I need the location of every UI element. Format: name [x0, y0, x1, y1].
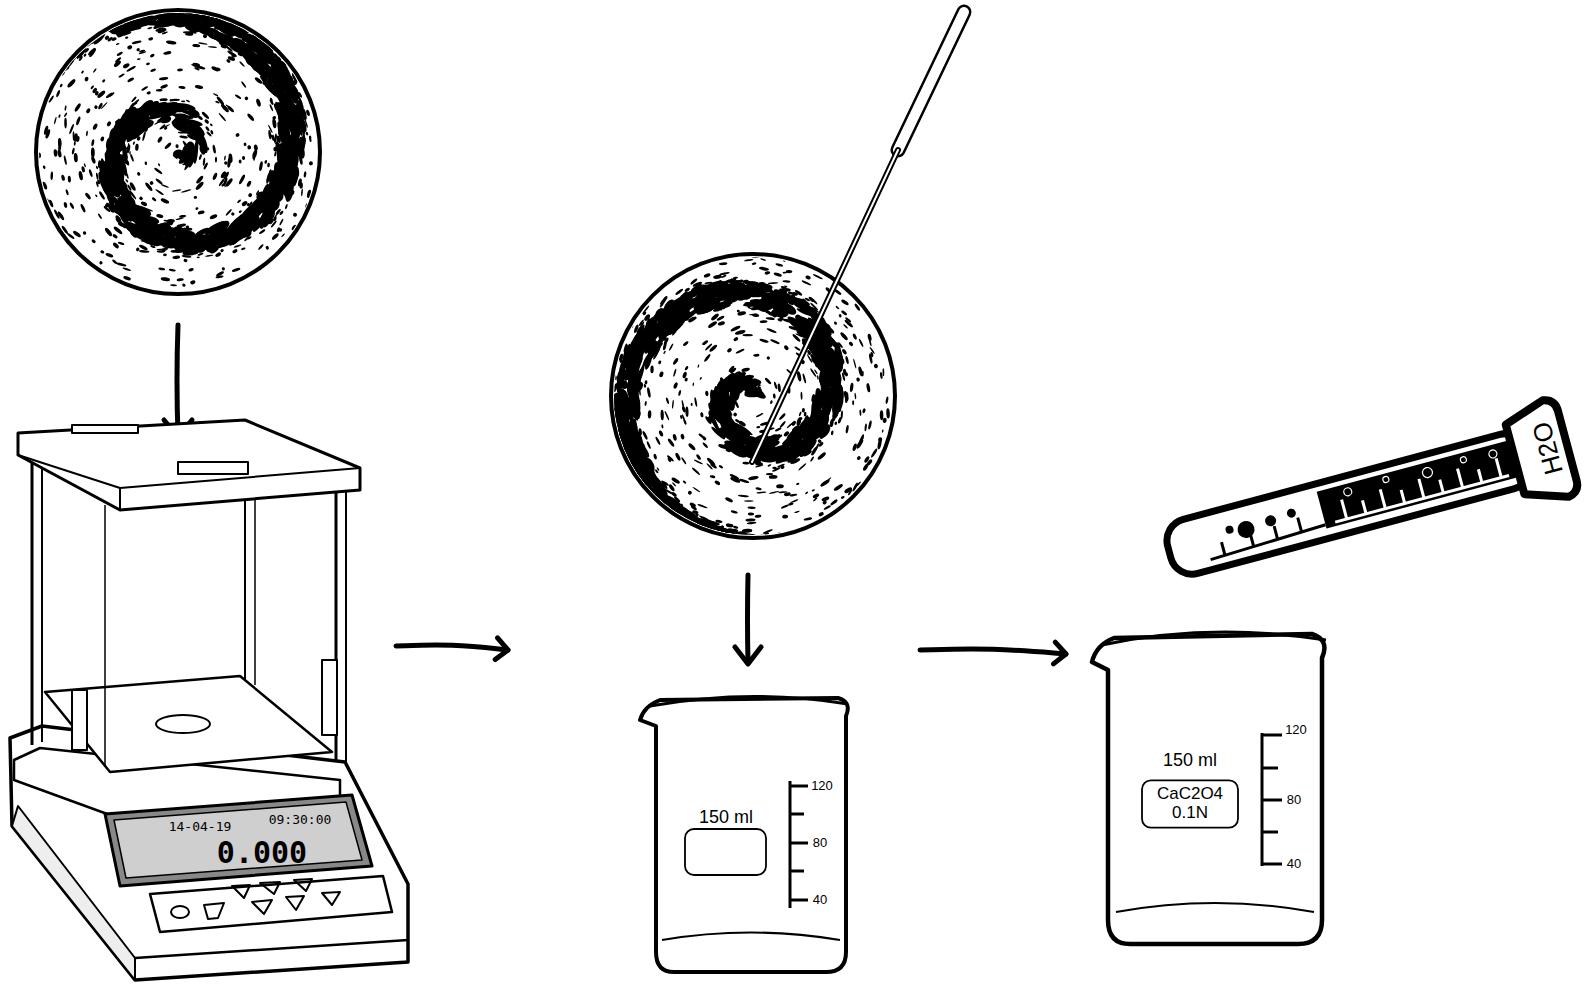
display-reading: 0.000	[217, 836, 307, 869]
sample-circle	[610, 254, 895, 542]
analytical-balance-node: 14-04-19 09:30:00 0.000	[10, 416, 396, 978]
scale-number: 120	[1285, 723, 1307, 737]
stirring-rod	[752, 12, 964, 462]
reagent-label: CaC2O4 0.1N	[1149, 785, 1231, 822]
display-time: 09:30:00	[269, 813, 332, 827]
scale-number: 80	[1287, 793, 1301, 807]
sample-circle	[36, 5, 321, 294]
volume-label: 150 ml	[1163, 751, 1217, 771]
scale-number: 40	[813, 893, 827, 907]
scale-number: 80	[813, 836, 827, 850]
label-box	[1142, 780, 1238, 827]
volume-label: 150 ml	[699, 808, 753, 828]
scale-number: 40	[1287, 857, 1301, 871]
beaker	[1092, 632, 1326, 944]
display-date: 14-04-19	[169, 820, 232, 834]
process-arrow	[396, 638, 508, 660]
graduated-cylinder-node: H2O	[1150, 395, 1580, 585]
beaker	[640, 696, 848, 972]
beaker-node: 150 ml CaC2O4 0.1N 120 80 40	[1066, 614, 1336, 949]
beaker-node: 150 ml 120 80 40	[508, 685, 920, 980]
analytical-balance	[10, 420, 408, 980]
scale-number: 120	[811, 779, 833, 793]
cylinder-label: H2O	[1527, 418, 1568, 477]
graduated-cylinder	[1156, 397, 1580, 600]
process-arrow	[920, 642, 1066, 664]
